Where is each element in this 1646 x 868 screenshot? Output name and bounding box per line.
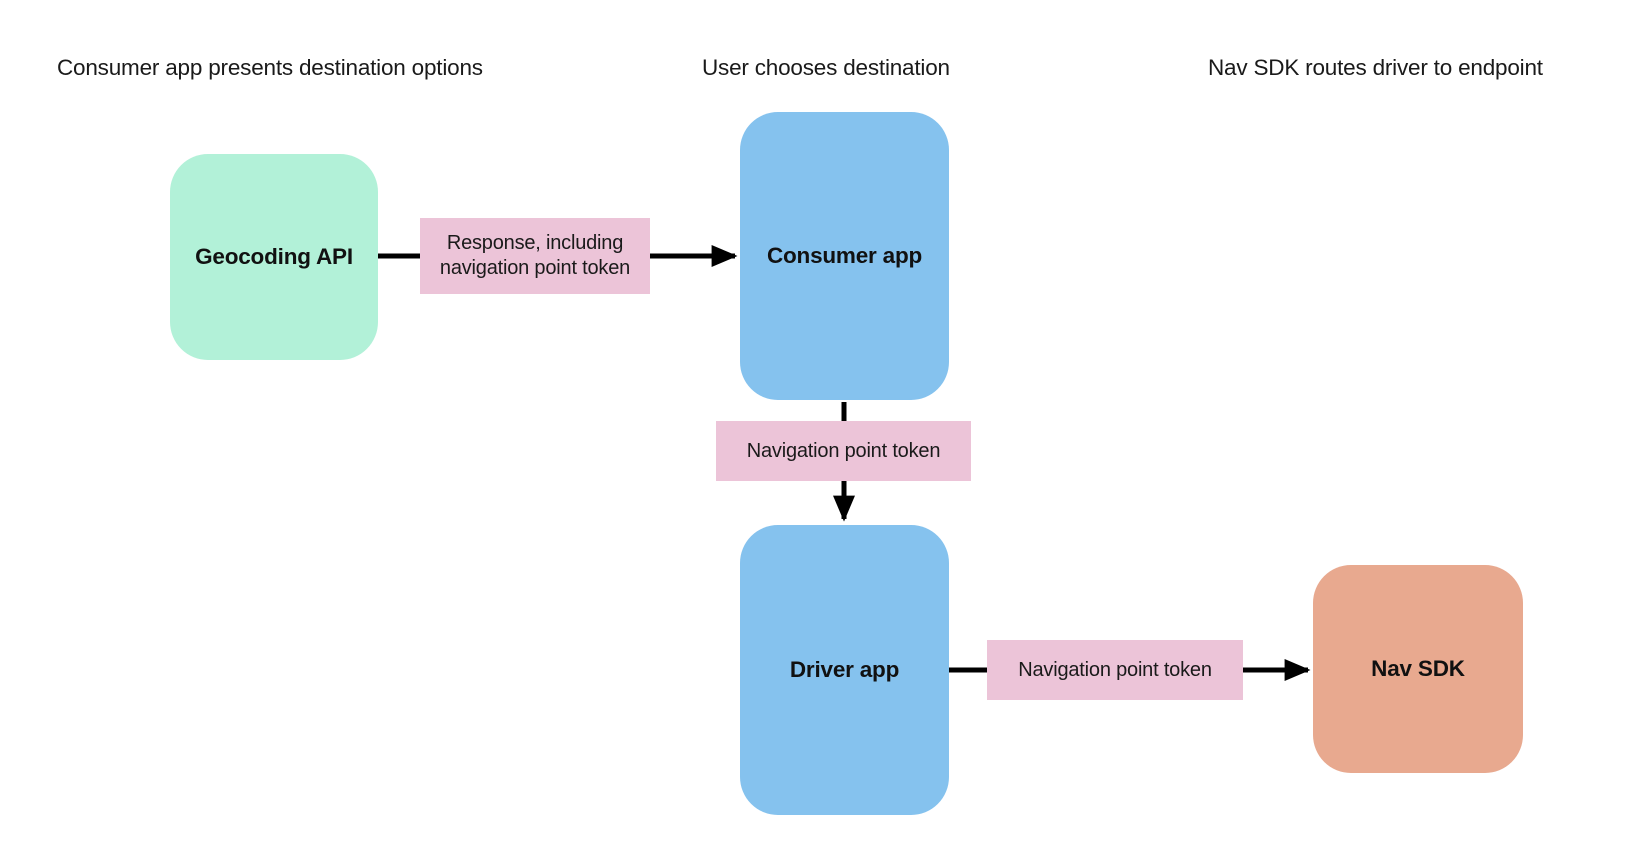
- node-nav-sdk-label: Nav SDK: [1371, 656, 1465, 681]
- node-nav-sdk: Nav SDK: [1313, 565, 1523, 773]
- edge-label-navigation-point-token-1: Navigation point token: [716, 421, 971, 481]
- edge-label-text: Navigation point token: [746, 439, 941, 462]
- column-header-consumer-presents: Consumer app presents destination option…: [57, 55, 483, 80]
- node-geocoding-api: Geocoding API: [170, 154, 378, 360]
- node-driver-app-label: Driver app: [789, 657, 900, 682]
- column-header-navsdk-routes: Nav SDK routes driver to endpoint: [1208, 55, 1543, 80]
- column-header-user-chooses: User chooses destination: [702, 55, 950, 80]
- node-consumer-app-label: Consumer app: [766, 243, 923, 268]
- node-geocoding-api-label: Geocoding API: [195, 244, 353, 269]
- edge-label-text: Navigation point token: [1018, 658, 1212, 681]
- edge-label-navigation-point-token-2: Navigation point token: [987, 640, 1243, 700]
- edge-label-text: Response, including navigation point tok…: [439, 232, 631, 279]
- edge-label-response-including-token: Response, including navigation point tok…: [420, 218, 650, 294]
- node-consumer-app: Consumer app: [740, 112, 949, 400]
- node-driver-app: Driver app: [740, 525, 949, 815]
